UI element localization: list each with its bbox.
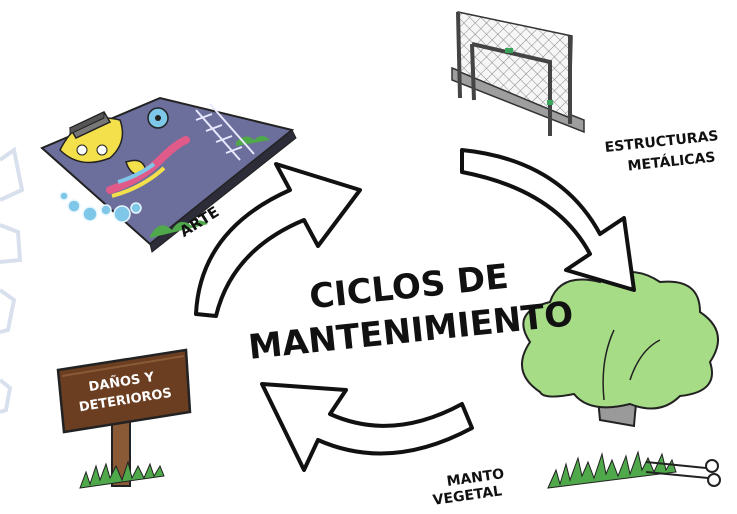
label-manto-line2: VEGETAL xyxy=(432,483,503,509)
mural-bench xyxy=(68,111,112,139)
tree-canopy xyxy=(521,271,719,410)
sign-illustration: DAÑOS Y DETERIOROS xyxy=(56,348,192,489)
tree-grass xyxy=(547,450,677,489)
metal-structure-illustration xyxy=(451,11,585,136)
cycle-arrows xyxy=(194,148,636,472)
art-mural-illustration xyxy=(40,96,297,253)
label-estructuras-line2: METÁLICAS xyxy=(627,148,716,174)
garden-shears-icon xyxy=(645,459,721,487)
tree-illustration xyxy=(521,271,721,489)
arrow-manto-to-danos xyxy=(260,382,474,472)
left-edge-decoration xyxy=(0,146,25,414)
sign-grass xyxy=(79,460,165,489)
label-manto-line1: MANTO xyxy=(446,466,506,490)
arrow-arte-to-estructuras xyxy=(194,162,362,318)
arrow-estructuras-to-manto xyxy=(460,148,636,292)
